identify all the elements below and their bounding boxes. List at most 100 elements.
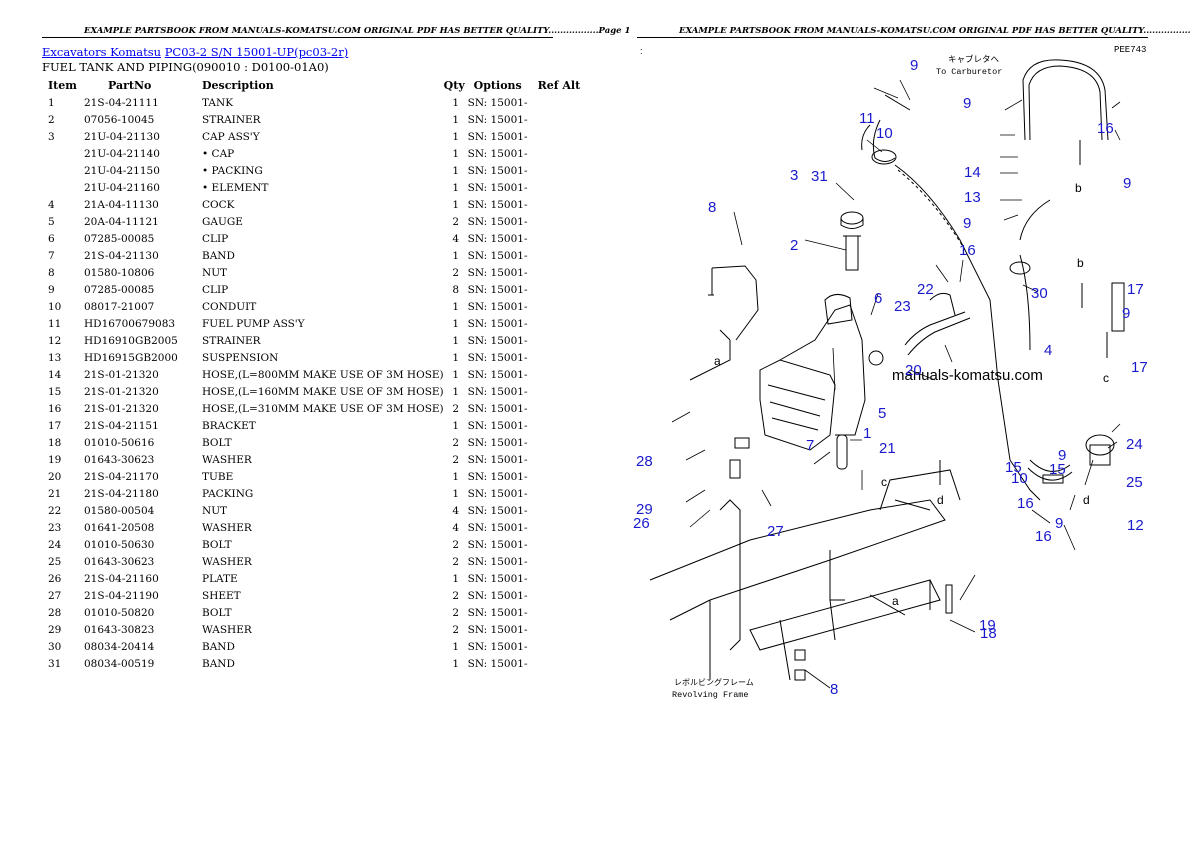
cell-item: 11 — [48, 317, 62, 330]
cell-ref-alt — [534, 281, 581, 298]
callout-number: 31 — [811, 168, 828, 185]
cell-description: SUSPENSION — [202, 351, 279, 364]
callout-number: 10 — [1011, 470, 1028, 487]
arrow-label-d: d — [937, 493, 944, 507]
callout-number: 1 — [863, 425, 871, 442]
callout-number: 12 — [1127, 517, 1144, 534]
cell-qty: 2 — [452, 555, 459, 568]
cell-qty: 1 — [452, 164, 459, 177]
cell-item: 30 — [48, 640, 62, 653]
cell-options: SN: 15001- — [467, 385, 528, 398]
cell-qty: 1 — [452, 487, 459, 500]
cell-item: 19 — [48, 453, 62, 466]
cell-item: 16 — [48, 402, 62, 415]
col-header-partno: PartNo — [108, 78, 152, 92]
cell-description: NUT — [202, 504, 228, 517]
cell-item: 28 — [48, 606, 62, 619]
cell-partno: 07285-00085 — [84, 232, 155, 245]
cell-description: WASHER — [202, 555, 252, 568]
cell-ref-alt — [534, 536, 581, 553]
callout-number: 9 — [1122, 305, 1130, 322]
cell-options: SN: 15001- — [467, 351, 528, 364]
cell-partno: 01010-50630 — [84, 538, 155, 551]
header-divider — [42, 37, 553, 38]
cell-options: SN: 15001- — [467, 623, 528, 636]
cell-partno: 01643-30823 — [84, 623, 155, 636]
cell-description: WASHER — [202, 521, 252, 534]
cell-options: SN: 15001- — [467, 555, 528, 568]
cell-ref-alt — [534, 298, 581, 315]
callout-number: 25 — [1126, 474, 1143, 491]
cell-options: SN: 15001- — [467, 521, 528, 534]
frame-jp-label: レボルビングフレーム — [674, 677, 754, 687]
breadcrumb-link-excavators[interactable]: Excavators Komatsu — [42, 45, 162, 59]
callout-number: 21 — [879, 440, 896, 457]
cell-item: 1 — [48, 96, 55, 109]
cell-description: CAP ASS'Y — [202, 130, 260, 143]
cell-options: SN: 15001- — [467, 453, 528, 466]
callout-number: 14 — [964, 164, 981, 181]
cell-qty: 1 — [452, 317, 459, 330]
cell-partno: 21S-04-21190 — [84, 589, 159, 602]
cell-ref-alt — [534, 451, 581, 468]
cell-qty: 1 — [452, 96, 459, 109]
cell-item: 13 — [48, 351, 62, 364]
cell-partno: 01010-50616 — [84, 436, 155, 449]
cell-qty: 1 — [452, 334, 459, 347]
cell-partno: 01643-30623 — [84, 555, 155, 568]
cell-options: SN: 15001- — [467, 657, 528, 670]
cell-ref-alt — [534, 400, 581, 417]
cell-qty: 1 — [452, 249, 459, 262]
callout-number: 9 — [1123, 175, 1131, 192]
cell-item: 23 — [48, 521, 62, 534]
cell-options: SN: 15001- — [467, 402, 528, 415]
cell-ref-alt — [534, 111, 581, 128]
cell-description: CLIP — [202, 232, 229, 245]
callout-number: 16 — [1035, 528, 1052, 545]
callout-number: 13 — [964, 189, 981, 206]
cell-partno: 21U-04-21150 — [84, 164, 160, 177]
cell-qty: 2 — [452, 436, 459, 449]
cell-ref-alt — [534, 94, 581, 111]
cell-description: HOSE,(L=800MM MAKE USE OF 3M HOSE) — [202, 368, 444, 381]
cell-qty: 2 — [452, 538, 459, 551]
cell-description: BAND — [202, 657, 235, 670]
cell-qty: 1 — [452, 130, 459, 143]
callout-number: 9 — [1055, 515, 1063, 532]
to-carburetor-label: To Carburetor — [936, 67, 1002, 77]
arrow-label-a: a — [892, 594, 899, 608]
breadcrumb-link-model[interactable]: PC03-2 S/N 15001-UP(pc03-2r) — [164, 45, 349, 59]
exploded-parts-diagram: PEE743 : キャブレタへ To Carburetor レボルビングフレーム… — [633, 45, 1148, 700]
cell-options: SN: 15001- — [467, 198, 528, 211]
cell-ref-alt — [534, 570, 581, 587]
cell-options: SN: 15001- — [467, 96, 528, 109]
cell-description: STRAINER — [202, 113, 261, 126]
cell-description: • PACKING — [202, 164, 263, 177]
cell-ref-alt — [534, 247, 581, 264]
cell-partno: 21U-04-21140 — [84, 147, 160, 160]
cell-ref-alt — [534, 264, 581, 281]
cell-description: FUEL PUMP ASS'Y — [202, 317, 305, 330]
cell-ref-alt — [534, 332, 581, 349]
cell-ref-alt — [534, 604, 581, 621]
cell-description: PACKING — [202, 487, 254, 500]
cell-options: SN: 15001- — [467, 538, 528, 551]
cell-item: 22 — [48, 504, 62, 517]
cell-description: BRACKET — [202, 419, 256, 432]
col-header-ref-alt: Ref Alt — [537, 78, 581, 92]
arrow-label-a: a — [714, 354, 721, 368]
cell-qty: 1 — [452, 368, 459, 381]
cell-qty: 2 — [452, 453, 459, 466]
cell-ref-alt — [534, 417, 581, 434]
